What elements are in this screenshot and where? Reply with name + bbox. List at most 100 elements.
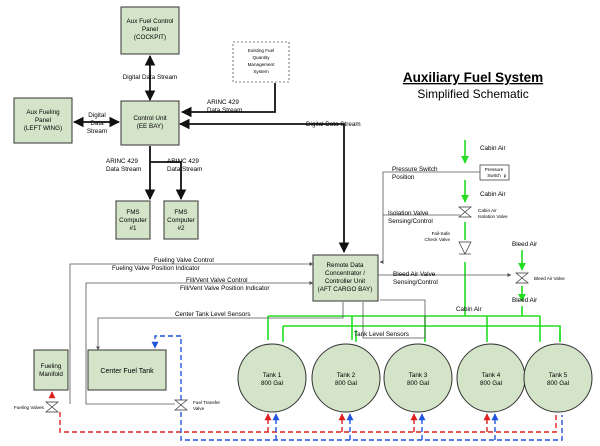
- svg-text:Cabin Air: Cabin Air: [478, 208, 497, 213]
- thin-lines: [69, 171, 512, 405]
- tank-name: Tank 4: [482, 372, 501, 379]
- svg-text:Computer: Computer: [167, 217, 195, 224]
- tank-capacity: 800 Gal: [261, 380, 283, 387]
- svg-text:Tank Level Sensors: Tank Level Sensors: [354, 331, 409, 338]
- diagram-subtitle: Simplified Schematic: [417, 87, 528, 101]
- svg-text:Quantity: Quantity: [252, 55, 270, 60]
- tank-capacity: 800 Gal: [407, 380, 429, 387]
- svg-text:Check Valve: Check Valve: [425, 237, 451, 242]
- svg-text:Center Tank Level Sensors: Center Tank Level Sensors: [175, 311, 251, 318]
- svg-text:Sensing/Control: Sensing/Control: [393, 279, 438, 286]
- tank-circle: [383, 343, 453, 413]
- tank-capacity: 800 Gal: [335, 380, 357, 387]
- svg-text:#1: #1: [129, 225, 137, 232]
- svg-text:Digital: Digital: [88, 112, 106, 119]
- svg-text:FMS: FMS: [126, 209, 139, 216]
- fms-computer-1: FMS Computer #1: [115, 200, 151, 240]
- tank-name: Tank 5: [549, 372, 568, 379]
- svg-text:Control Unit: Control Unit: [133, 115, 166, 122]
- svg-text:Controller Unit: Controller Unit: [325, 278, 365, 285]
- fuel-lines: [48, 335, 563, 441]
- svg-text:ARINC 429: ARINC 429: [106, 158, 138, 165]
- diagram-title: Auxiliary Fuel System: [403, 70, 543, 85]
- connection-labels: Digital Data Stream Digital Data Stream …: [87, 74, 438, 338]
- aux-fuel-control-panel: Aux Fuel Control Panel (COCKPIT): [120, 6, 180, 55]
- svg-text:Fueling Valve Position Indicat: Fueling Valve Position Indicator: [112, 265, 200, 272]
- svg-text:Pressure: Pressure: [485, 167, 504, 172]
- svg-text:Remote Data: Remote Data: [326, 262, 364, 269]
- svg-text:ARINC 429: ARINC 429: [207, 99, 239, 106]
- tank-name: Tank 1: [263, 372, 282, 379]
- svg-text:Management: Management: [248, 62, 276, 67]
- svg-text:(EE BAY): (EE BAY): [137, 123, 163, 130]
- svg-text:Digital Data Stream: Digital Data Stream: [306, 121, 361, 128]
- svg-text:Manifold: Manifold: [39, 371, 63, 378]
- svg-text:System: System: [253, 69, 268, 74]
- svg-text:Fueling: Fueling: [41, 363, 62, 370]
- svg-text:Concentrator /: Concentrator /: [325, 270, 365, 277]
- svg-text:Bleed Air: Bleed Air: [512, 241, 537, 248]
- center-fuel-tank: Center Fuel Tank: [87, 349, 167, 391]
- svg-text:Valve: Valve: [193, 406, 205, 411]
- fms-computer-2: FMS Computer #2: [163, 200, 199, 240]
- svg-text:Fueling Valve Control: Fueling Valve Control: [154, 257, 214, 264]
- svg-text:Bleed Air Valve: Bleed Air Valve: [393, 271, 436, 278]
- remote-data-concentrator: Remote Data Concentrator / Controller Un…: [312, 254, 379, 302]
- svg-text:Panel: Panel: [142, 26, 158, 33]
- tank-name: Tank 3: [409, 372, 428, 379]
- svg-text:(AFT CARGO BAY): (AFT CARGO BAY): [318, 286, 373, 293]
- tank-name: Tank 2: [337, 372, 356, 379]
- svg-text:Computer: Computer: [119, 217, 147, 224]
- svg-text:Existing Fuel: Existing Fuel: [248, 48, 274, 53]
- fueling-valve-symbol: [45, 401, 59, 413]
- svg-text:Fail-Safe: Fail-Safe: [432, 231, 451, 236]
- svg-text:Fill/Vent Valve Control: Fill/Vent Valve Control: [186, 277, 247, 284]
- control-unit: Control Unit (EE BAY): [120, 100, 180, 146]
- svg-text:Cabin Air: Cabin Air: [480, 191, 506, 198]
- svg-text:Data Stream: Data Stream: [167, 166, 202, 173]
- svg-text:Bleed Air: Bleed Air: [512, 297, 537, 304]
- svg-text:ARINC 429: ARINC 429: [167, 158, 199, 165]
- aux-fueling-panel: Aux Fueling Panel (LEFT WING): [13, 97, 73, 144]
- svg-text:#2: #2: [177, 225, 185, 232]
- bleed-air-valve-symbol: [515, 272, 529, 284]
- tank-circle: [311, 343, 381, 413]
- svg-text:Sensing/Control: Sensing/Control: [388, 218, 433, 225]
- svg-text:Isolation Valve: Isolation Valve: [388, 210, 429, 217]
- svg-text:Cabin Air: Cabin Air: [480, 145, 506, 152]
- svg-text:Aux Fuel Control: Aux Fuel Control: [127, 18, 174, 25]
- svg-text:p: p: [504, 173, 507, 178]
- component-labels: Cabin Air Cabin Air Cabin Air Cabin Air …: [14, 145, 565, 411]
- svg-text:Position: Position: [392, 174, 415, 181]
- existing-fuel-qms: Existing Fuel Quantity Management System: [232, 41, 290, 83]
- svg-text:Digital Data Stream: Digital Data Stream: [123, 74, 178, 81]
- svg-text:Center Fuel Tank: Center Fuel Tank: [100, 368, 154, 375]
- svg-text:Isolation Valve: Isolation Valve: [478, 214, 508, 219]
- svg-text:Data: Data: [90, 120, 104, 127]
- tank-capacity: 800 Gal: [480, 380, 502, 387]
- svg-text:Fuel Transfer: Fuel Transfer: [193, 400, 221, 405]
- svg-text:Aux Fueling: Aux Fueling: [26, 109, 60, 116]
- fail-safe-check-valve-symbol: [458, 241, 472, 255]
- svg-text:FMS: FMS: [174, 209, 187, 216]
- svg-text:Panel: Panel: [35, 117, 51, 124]
- tank-circle: [237, 343, 307, 413]
- svg-text:Bleed Air Valve: Bleed Air Valve: [534, 276, 565, 281]
- svg-text:Stream: Stream: [87, 128, 107, 135]
- svg-text:Data Stream: Data Stream: [207, 107, 242, 114]
- cabin-air-isolation-valve-symbol: [458, 206, 472, 218]
- svg-text:Switch: Switch: [487, 173, 501, 178]
- svg-text:Pressure Switch: Pressure Switch: [392, 166, 438, 173]
- pressure-switch: Pressure Switch p: [479, 164, 510, 181]
- signal-lines: [72, 54, 350, 254]
- svg-text:Fueling Valves: Fueling Valves: [14, 405, 44, 410]
- svg-text:(LEFT WING): (LEFT WING): [24, 125, 62, 132]
- fueling-manifold: Fueling Manifold: [33, 349, 69, 391]
